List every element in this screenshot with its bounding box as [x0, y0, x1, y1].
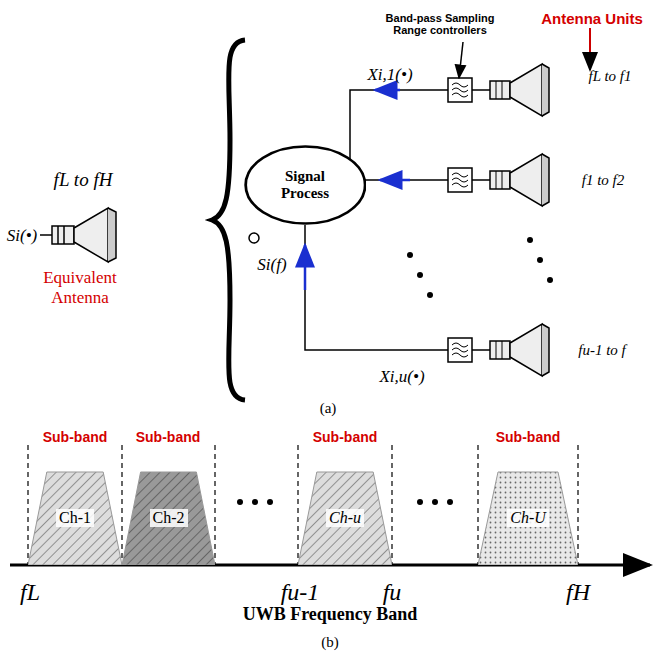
node-text: Ch-1: [56, 509, 94, 527]
panel-label: (a): [320, 400, 337, 417]
panel-label: (b): [321, 634, 339, 651]
controller-caption: Band-pass Sampling Range controllers: [380, 12, 500, 36]
axis-label: fH: [566, 579, 590, 606]
subband-label: Sub-band: [43, 429, 108, 445]
axis-label: fu: [383, 579, 402, 606]
antenna-units: [448, 64, 549, 376]
axis-label: fL: [20, 579, 40, 606]
signal-name: Si(f): [257, 255, 286, 275]
equivalent-antenna: [40, 208, 116, 262]
subband-label: Sub-band: [136, 429, 201, 445]
subband-label: Sub-band: [496, 429, 561, 445]
signal-name: Xi,1(•): [367, 65, 412, 85]
brace: [212, 40, 245, 400]
ellipsis-dots: [237, 237, 553, 505]
node-text: Signal Process: [270, 168, 340, 203]
signal-name: Si(•): [7, 226, 38, 246]
antenna-caption: Antenna Units: [541, 10, 643, 27]
channel-trapezoid: Ch-2: [122, 470, 215, 565]
frequency-range: fL to f1: [588, 68, 631, 85]
channel-trapezoid: Ch-U: [478, 470, 578, 565]
antenna-caption: Equivalent Antenna: [25, 268, 135, 308]
frequency-range: fL to fH: [54, 169, 113, 191]
frequency-range: f1 to f2: [582, 172, 625, 189]
signal-name: Xi,u(•): [379, 367, 424, 387]
subband-label: Sub-band: [313, 429, 378, 445]
node-text: Ch-U: [507, 509, 549, 527]
frequency-range: fu-1 to f: [578, 342, 626, 359]
channel-trapezoid: Ch-1: [28, 470, 122, 565]
signal-process-circle: Signal Process: [244, 145, 367, 225]
axis-title: UWB Frequency Band: [243, 604, 418, 625]
node-text: Ch-2: [150, 509, 188, 527]
axis-label: fu-1: [281, 579, 320, 606]
channel-trapezoid: Ch-u: [298, 470, 392, 565]
node-text: Ch-u: [326, 509, 364, 527]
